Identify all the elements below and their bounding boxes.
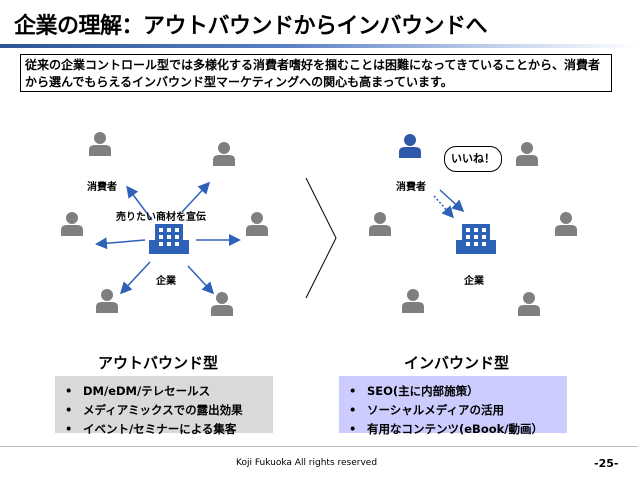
person-icon	[516, 142, 538, 166]
page-title: 企業の理解：アウトバウンドからインバウンドへ	[14, 14, 488, 39]
person-icon	[402, 289, 424, 313]
title-underline	[0, 44, 638, 48]
person-icon	[89, 132, 111, 156]
description-box: 従来の企業コントロール型では多様化する消費者嗜好を掴むことは困難になってきている…	[20, 54, 612, 92]
building-icon	[456, 224, 496, 254]
person-icon-highlighted	[399, 134, 421, 158]
list-item: イベント/セミナーによる集客	[65, 420, 263, 439]
inbound-heading: インバウンド型	[404, 354, 510, 372]
message-label: 売りたい商材を宣伝	[116, 212, 206, 223]
arrow-icon	[95, 181, 241, 295]
consumer-label: 消費者	[396, 182, 426, 193]
company-label: 企業	[464, 276, 484, 287]
building-icon	[149, 224, 189, 254]
list-item: DM/eDM/テレセールス	[65, 382, 263, 401]
consumer-label: 消費者	[87, 182, 117, 193]
page-number: -25-	[594, 457, 619, 470]
list-item: メディアミックスでの露出効果	[65, 401, 263, 420]
person-icon	[369, 212, 391, 236]
footer-credit: Koji Fukuoka All rights reserved	[236, 458, 378, 468]
inbound-bullet-list: SEO(主に内部施策） ソーシャルメディアの活用 有用なコンテンツ(eBook/…	[339, 376, 567, 436]
like-speech-bubble: いいね！	[444, 146, 502, 172]
person-icon	[518, 292, 540, 316]
chevron-divider-icon	[305, 177, 337, 299]
person-icon	[213, 142, 235, 166]
outbound-heading: アウトバウンド型	[98, 354, 219, 372]
person-icon	[246, 212, 268, 236]
arrow-icon	[433, 189, 465, 219]
footer-divider	[0, 446, 638, 447]
outbound-bullet-list: DM/eDM/テレセールス メディアミックスでの露出効果 イベント/セミナーによ…	[55, 376, 273, 436]
company-label: 企業	[156, 276, 176, 287]
list-item: ソーシャルメディアの活用	[349, 401, 557, 420]
person-icon	[96, 289, 118, 313]
person-icon	[61, 212, 83, 236]
person-icon	[211, 292, 233, 316]
list-item: 有用なコンテンツ(eBook/動画）	[349, 420, 557, 439]
person-icon	[555, 212, 577, 236]
list-item: SEO(主に内部施策）	[349, 382, 557, 401]
